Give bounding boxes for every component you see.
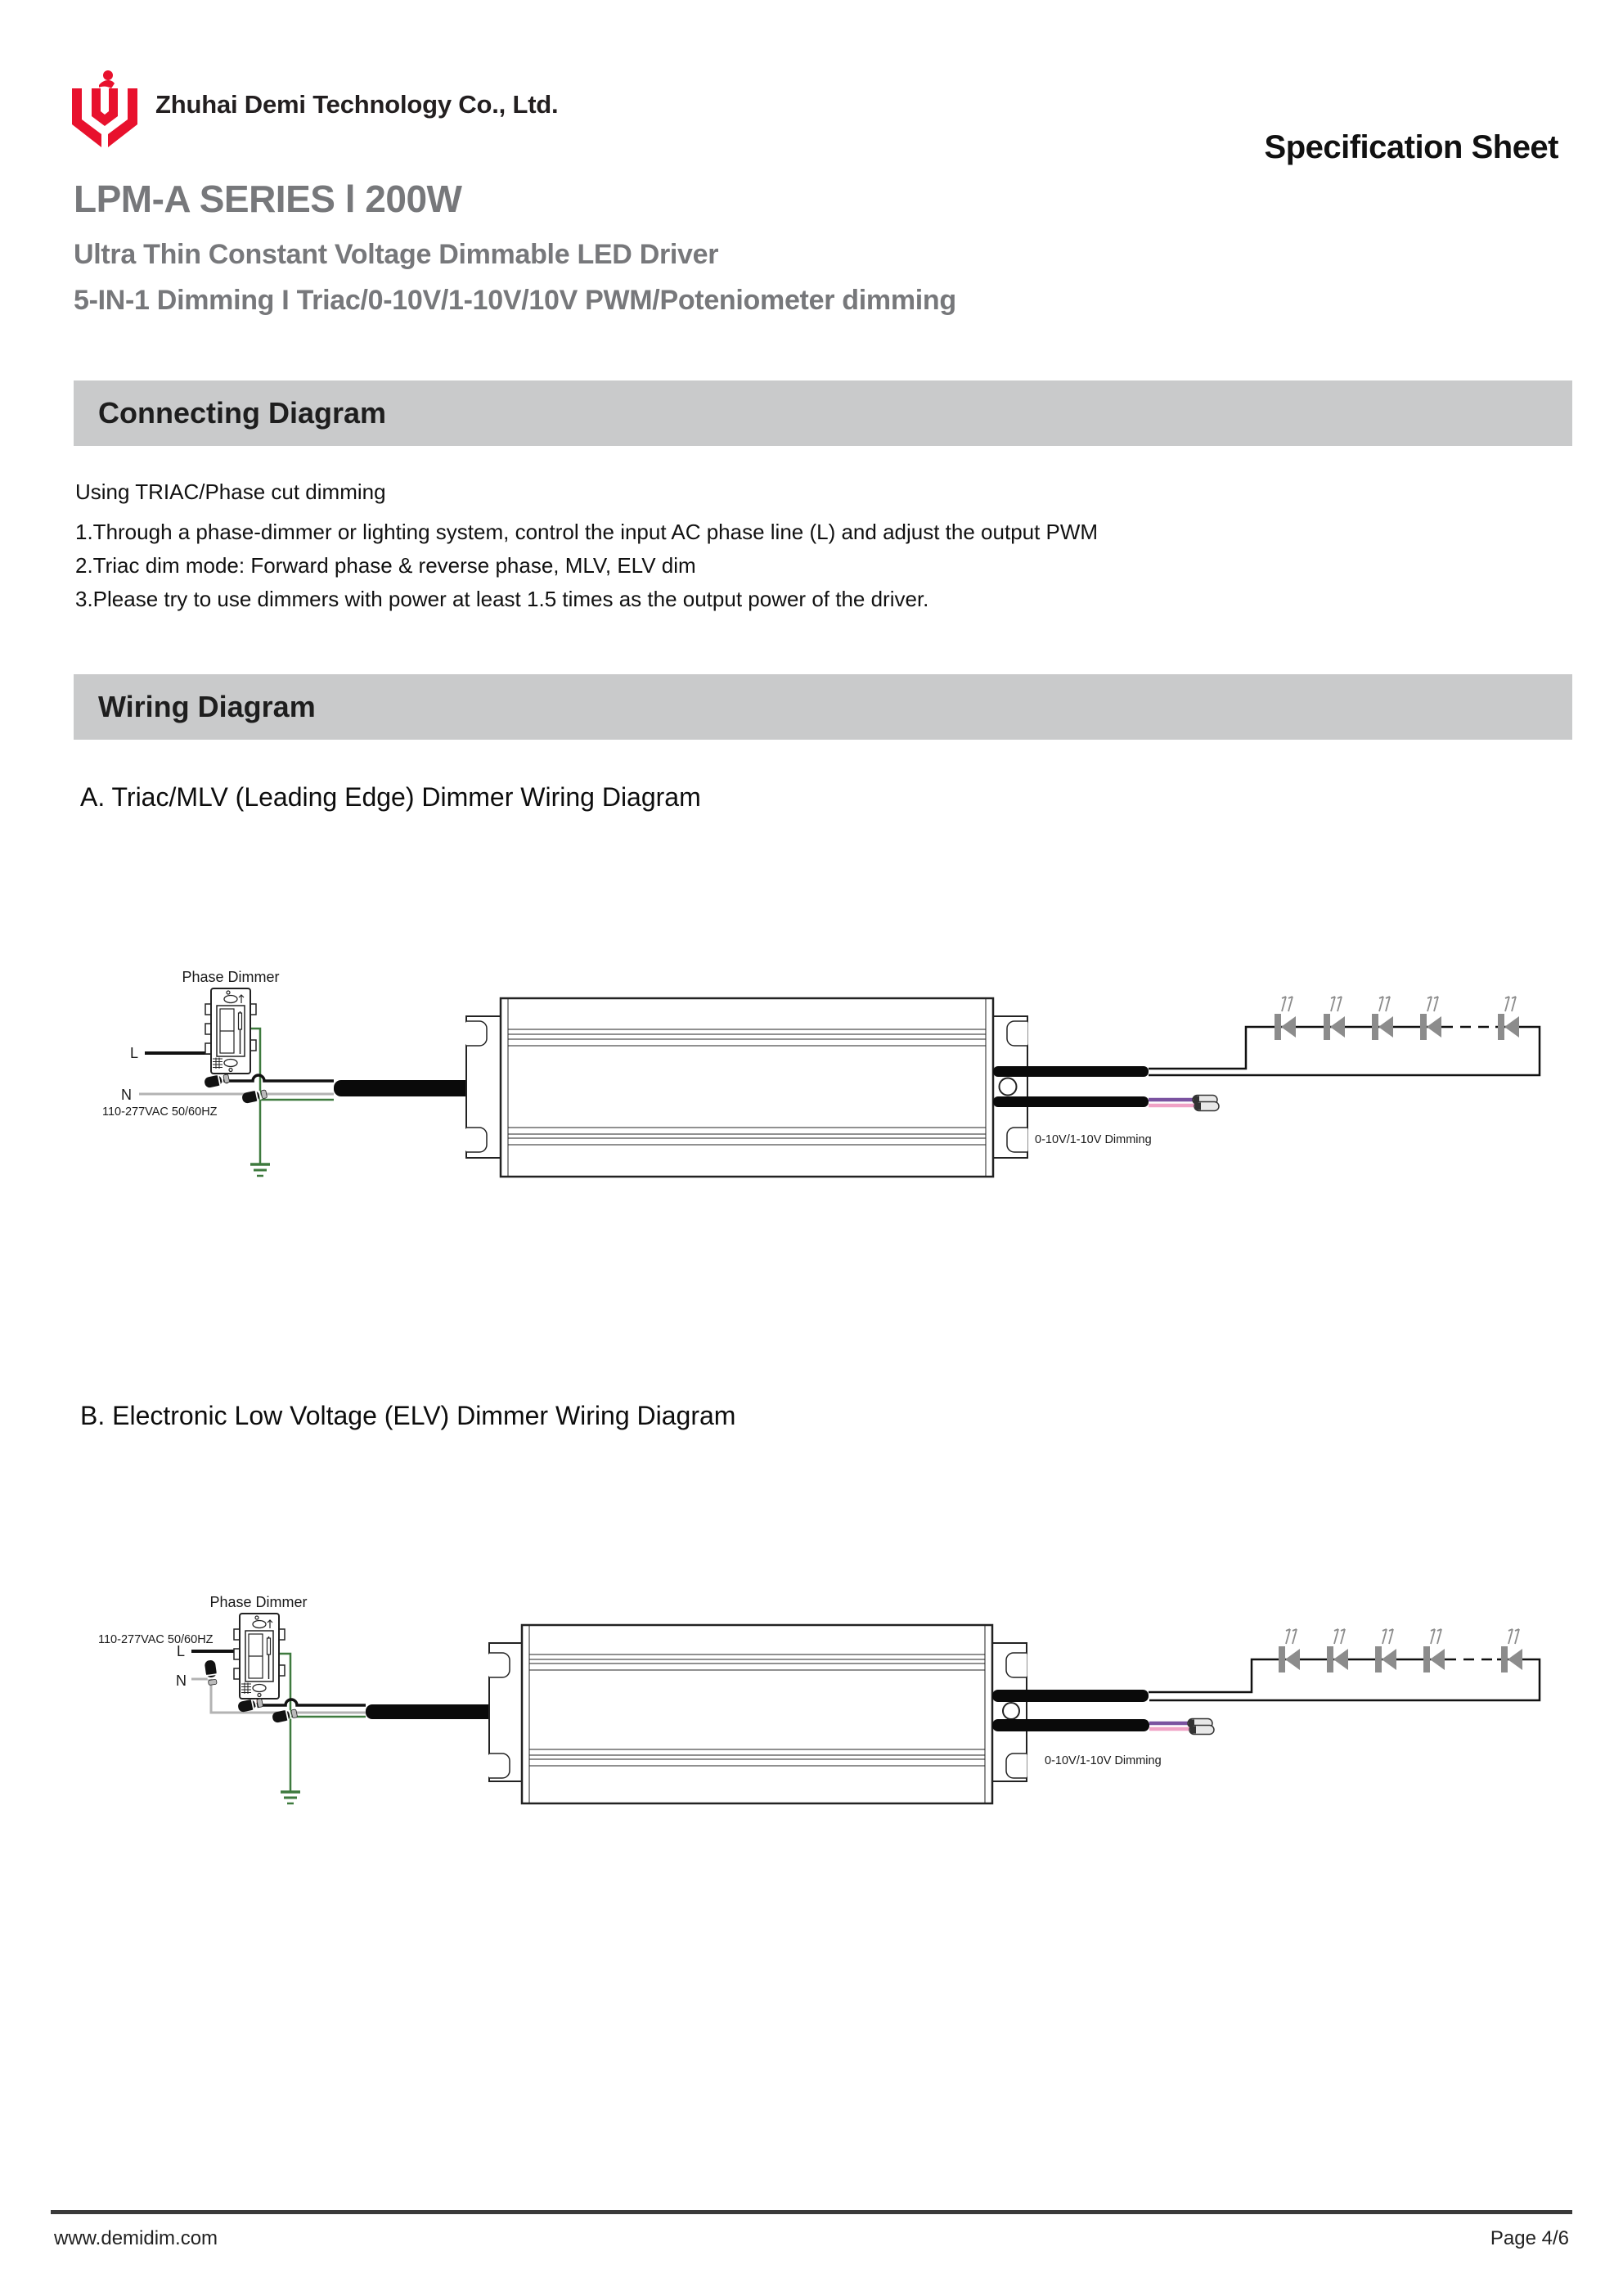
section-bar-connecting-diagram: Connecting Diagram — [74, 380, 1572, 446]
led-icon — [1327, 1628, 1348, 1672]
wire-nut — [238, 1698, 263, 1713]
ground-wire — [250, 1027, 262, 1164]
ground-wire — [279, 1652, 292, 1792]
wire-ferrule — [1194, 1101, 1220, 1112]
input-rating-label: 110-277VAC 50/60HZ — [102, 1105, 218, 1119]
ground-symbol-icon — [281, 1790, 300, 1805]
section-heading-connecting: Connecting Diagram — [98, 396, 387, 430]
wire-nut — [205, 1660, 218, 1686]
diagram-b-title: B. Electronic Low Voltage (ELV) Dimmer W… — [80, 1401, 736, 1430]
led-driver — [465, 997, 1028, 1178]
connecting-notes: 1.Through a phase-dimmer or lighting sys… — [75, 515, 1515, 616]
wire-nut — [242, 1089, 268, 1104]
product-subtitle-1: Ultra Thin Constant Voltage Dimmable LED… — [74, 239, 719, 270]
dimming-cable — [992, 1719, 1149, 1731]
phase-dimmer-device — [233, 1613, 285, 1699]
neutral-label: N — [121, 1087, 132, 1103]
live-wire — [209, 1074, 334, 1083]
input-cable — [334, 1080, 506, 1096]
led-icon — [1498, 996, 1519, 1040]
product-title: LPM-A SERIES l 200W — [74, 178, 462, 220]
input-cable — [366, 1704, 528, 1719]
phase-dimmer-label: Phase Dimmer — [209, 1594, 307, 1610]
led-icon — [1275, 996, 1296, 1040]
led-icon — [1324, 996, 1345, 1040]
dimming-output-label: 0-10V/1-10V Dimming — [1045, 1754, 1162, 1767]
led-icon — [1375, 1628, 1396, 1672]
led-icon — [1420, 996, 1441, 1040]
dimmer-louvers — [213, 1057, 223, 1069]
connecting-intro: Using TRIAC/Phase cut dimming — [75, 479, 386, 504]
footer-website: www.demidim.com — [54, 2227, 218, 2249]
footer-page-number: Page 4/6 — [1490, 2227, 1569, 2249]
section-heading-wiring: Wiring Diagram — [98, 690, 316, 723]
wire-ferrule — [1189, 1724, 1215, 1736]
led-icon — [1372, 996, 1393, 1040]
live-wire — [241, 1698, 366, 1707]
diagram-a-title: A. Triac/MLV (Leading Edge) Dimmer Wirin… — [80, 782, 701, 812]
led-driver — [488, 1623, 1027, 1805]
wire-nut — [205, 1074, 230, 1088]
dimming-output-label: 0-10V/1-10V Dimming — [1035, 1133, 1152, 1146]
diagram-a-triac-mlv: Phase Dimmer L N 110-277VAC 50/60HZ 0-10… — [102, 969, 1541, 1178]
led-string — [1275, 996, 1519, 1040]
company-logo-icon — [72, 70, 137, 147]
company-name: Zhuhai Demi Technology Co., Ltd. — [155, 90, 559, 119]
wire-nut — [272, 1708, 298, 1723]
driver-grooves — [508, 1029, 986, 1146]
led-icon — [1423, 1628, 1445, 1672]
ground-symbol-icon — [250, 1163, 270, 1177]
driver-grooves — [529, 1654, 985, 1767]
connecting-note-1: 1.Through a phase-dimmer or lighting sys… — [75, 520, 1099, 544]
product-subtitle-2: 5-IN-1 Dimming I Triac/0-10V/1-10V/10V P… — [74, 285, 956, 316]
driver-body — [520, 1623, 994, 1805]
led-string — [1279, 1628, 1522, 1672]
diagram-b-elv: Phase Dimmer 110-277VAC 50/60HZ L N 0-10… — [98, 1594, 1541, 1805]
live-label: L — [130, 1045, 138, 1061]
doc-type-title: Specification Sheet — [1264, 129, 1559, 165]
driver-hole — [998, 1077, 1018, 1096]
driver-hole — [1002, 1702, 1020, 1720]
led-icon — [1279, 1628, 1300, 1672]
led-icon — [1501, 1628, 1522, 1672]
live-label: L — [177, 1643, 185, 1659]
dimming-cable — [993, 1096, 1149, 1107]
driver-body — [499, 997, 995, 1178]
phase-dimmer-label: Phase Dimmer — [182, 969, 279, 985]
neutral-label: N — [176, 1672, 187, 1689]
output-cable — [993, 1066, 1149, 1077]
output-cable — [992, 1690, 1149, 1702]
connecting-note-2: 2.Triac dim mode: Forward phase & revers… — [75, 553, 696, 578]
connecting-note-3: 3.Please try to use dimmers with power a… — [75, 587, 929, 611]
section-bar-wiring-diagram: Wiring Diagram — [74, 674, 1572, 740]
phase-dimmer-device — [205, 988, 257, 1074]
footer-rule — [51, 2210, 1572, 2214]
arrow-up-icon — [238, 994, 245, 1003]
input-rating-label: 110-277VAC 50/60HZ — [98, 1633, 214, 1646]
